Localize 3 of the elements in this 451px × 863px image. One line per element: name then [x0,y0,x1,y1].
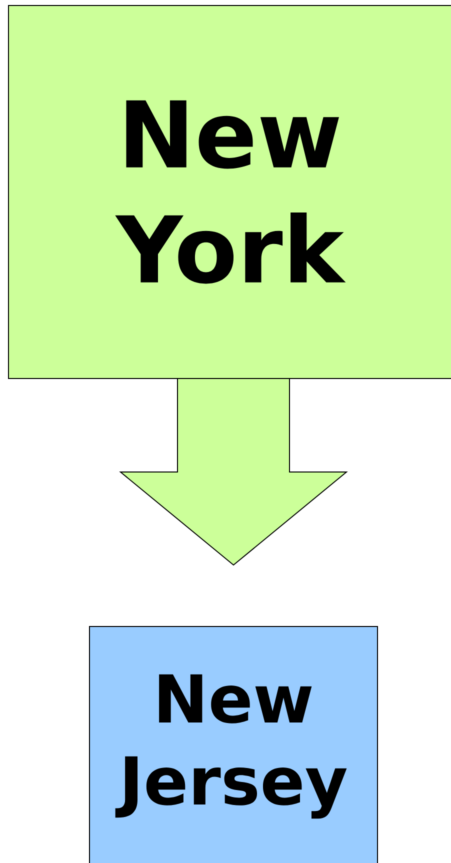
place-box: New Jersey [89,626,378,863]
place-box: New York [8,5,451,379]
block-arrow [119,378,348,566]
